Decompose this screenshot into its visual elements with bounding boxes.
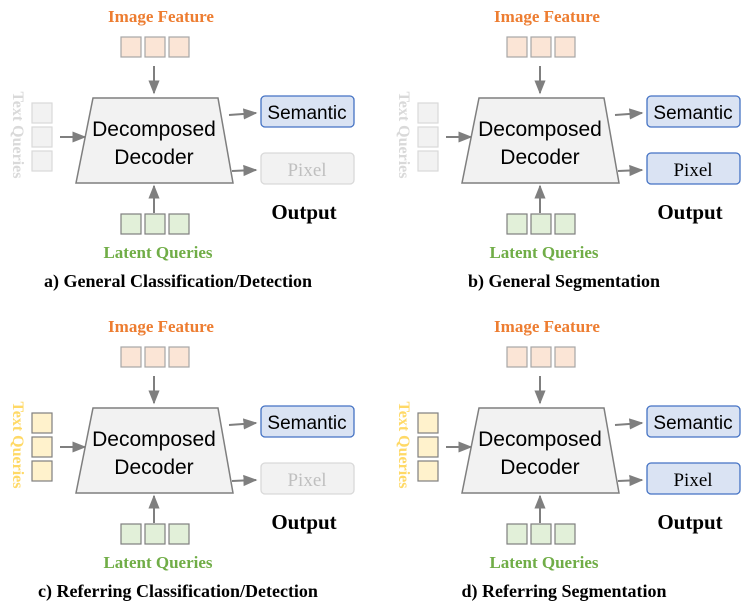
latent-query-token [120,523,142,545]
latent-queries-label: Latent Queries [489,553,598,572]
latent-query-token [530,523,552,545]
image-feature-token [506,346,528,368]
text-query-token [31,126,53,148]
semantic-arrow [614,108,644,120]
latent-query-token [168,523,190,545]
semantic-arrow [228,108,258,120]
image-feature-label: Image Feature [494,317,600,336]
latent-query-token [554,213,576,235]
semantic-output-label: Semantic [267,103,346,124]
pixel-output-box [260,462,355,495]
panel-caption: c) Referring Classification/Detection [38,581,318,602]
latent-query-token [168,213,190,235]
decoder-label-line1: Decomposed [92,428,216,451]
text-query-token [31,412,53,434]
image-feature-token [554,346,576,368]
pixel-arrow [617,474,644,487]
pixel-output-label: Pixel [673,470,712,491]
text-queries-label: Text Queries [395,402,412,489]
pixel-output-box [646,152,741,185]
pixel-arrow [617,164,644,177]
latent-query-token [506,523,528,545]
pixel-output-label: Pixel [287,470,326,491]
image-feature-token [554,36,576,58]
decomposed-decoder-block [461,407,620,494]
image-feature-token [144,346,166,368]
decomposed-decoder-block [75,407,234,494]
text-query-token [417,436,439,458]
pixel-output-box [646,462,741,495]
latent-queries-label: Latent Queries [489,243,598,262]
image-feature-token [168,346,190,368]
semantic-output-label: Semantic [653,413,732,434]
panel-caption: d) Referring Segmentation [462,581,667,602]
latent-query-token [506,213,528,235]
text-queries-label: Text Queries [9,92,26,179]
image-feature-label: Image Feature [108,317,214,336]
pixel-output-box [260,152,355,185]
latent-query-token [144,523,166,545]
semantic-output-label: Semantic [653,103,732,124]
text-query-token [31,102,53,124]
text-query-token [417,150,439,172]
semantic-output-box [646,95,741,128]
latent-query-token [120,213,142,235]
text-query-token [31,150,53,172]
panel-caption: a) General Classification/Detection [44,271,312,292]
latent-query-token [144,213,166,235]
decoder-label-line1: Decomposed [478,118,602,141]
decoder-label-line2: Decoder [500,146,579,169]
text-query-token [417,126,439,148]
pixel-output-label: Pixel [673,160,712,181]
output-label: Output [657,510,722,534]
text-query-token [417,460,439,482]
panel-caption: b) General Segmentation [468,271,660,292]
image-feature-token [530,36,552,58]
text-queries-label: Text Queries [9,402,26,489]
semantic-output-box [260,405,355,438]
pixel-arrow [231,474,258,487]
semantic-output-label: Semantic [267,413,346,434]
image-feature-token [168,36,190,58]
decoder-label-line2: Decoder [500,456,579,479]
decomposed-decoder-block [461,97,620,184]
text-queries-label: Text Queries [395,92,412,179]
latent-query-token [554,523,576,545]
output-label: Output [271,200,336,224]
text-query-token [417,412,439,434]
image-feature-token [530,346,552,368]
text-query-token [31,436,53,458]
decoder-label-line2: Decoder [114,146,193,169]
output-label: Output [271,510,336,534]
image-feature-label: Image Feature [494,7,600,26]
image-feature-token [120,346,142,368]
pixel-arrow [231,164,258,177]
latent-query-token [530,213,552,235]
image-feature-token [120,36,142,58]
pixel-output-label: Pixel [287,160,326,181]
semantic-output-box [260,95,355,128]
text-query-token [417,102,439,124]
semantic-arrow [614,418,644,430]
latent-queries-label: Latent Queries [103,243,212,262]
decoder-label-line2: Decoder [114,456,193,479]
image-feature-token [144,36,166,58]
semantic-arrow [228,418,258,430]
semantic-output-box [646,405,741,438]
latent-queries-label: Latent Queries [103,553,212,572]
decoder-label-line1: Decomposed [92,118,216,141]
image-feature-token [506,36,528,58]
decoder-label-line1: Decomposed [478,428,602,451]
image-feature-label: Image Feature [108,7,214,26]
output-label: Output [657,200,722,224]
text-query-token [31,460,53,482]
decomposed-decoder-block [75,97,234,184]
